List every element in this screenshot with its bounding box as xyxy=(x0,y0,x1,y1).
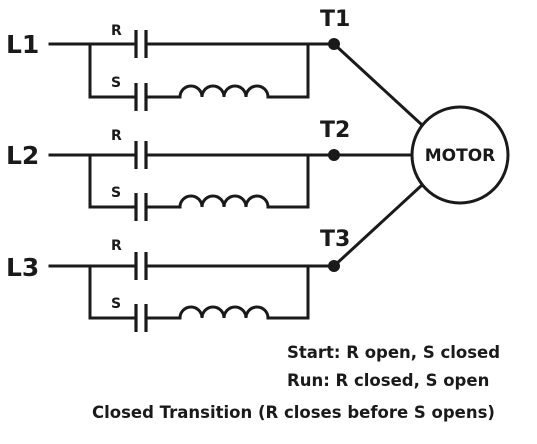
line-label-l2: L2 xyxy=(6,141,39,170)
l1-s-contact-label: S xyxy=(111,75,121,91)
l1-resistor-coil xyxy=(178,84,270,98)
l1-r-contact-label: R xyxy=(111,23,122,39)
run-note: Run: R closed, S open xyxy=(287,371,489,390)
phase-1-circuit: L1 R S T1 xyxy=(6,7,425,128)
l2-r-contact-label: R xyxy=(111,128,122,144)
line-label-l1: L1 xyxy=(6,30,39,59)
transition-note: Closed Transition (R closes before S ope… xyxy=(92,403,495,422)
motor-label: MOTOR xyxy=(425,146,496,166)
start-note: Start: R open, S closed xyxy=(287,343,500,362)
operation-notes: Start: R open, S closed Run: R closed, S… xyxy=(92,343,500,422)
l3-resistor-coil xyxy=(178,305,270,319)
terminal-t1-label: T1 xyxy=(320,7,350,32)
l2-s-contact-label: S xyxy=(111,185,121,201)
l3-s-contact-label: S xyxy=(111,296,121,312)
t1-to-motor-wire xyxy=(331,41,425,128)
phase-3-circuit: L3 R S T3 xyxy=(6,182,425,332)
terminal-t2-label: T2 xyxy=(320,118,350,143)
line-label-l3: L3 xyxy=(6,253,39,282)
l3-r-contact-label: R xyxy=(111,238,122,254)
t3-to-motor-wire xyxy=(331,182,425,269)
motor: MOTOR xyxy=(410,105,510,205)
motor-circle xyxy=(410,105,510,205)
l2-resistor-coil xyxy=(178,194,270,208)
phase-2-circuit: L2 R S T2 xyxy=(6,118,414,221)
terminal-t3-label: T3 xyxy=(320,227,350,252)
